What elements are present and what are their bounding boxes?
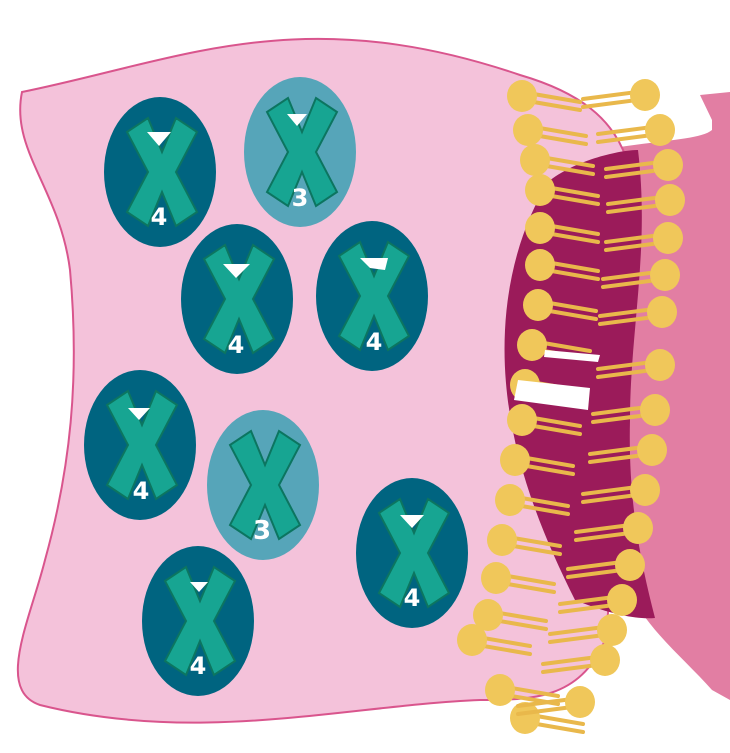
molecule-label: 4 (366, 328, 383, 356)
molecule-label: 4 (404, 584, 421, 612)
molecule: 4 (84, 370, 196, 520)
molecule: 4 (316, 221, 428, 371)
lipid-molecule (583, 79, 660, 111)
molecule: 4 (356, 478, 468, 628)
molecule-label: 4 (190, 652, 207, 680)
molecule-label: 3 (292, 184, 309, 212)
molecule: 3 (207, 410, 319, 560)
molecule-label: 3 (253, 516, 271, 546)
molecule: 4 (104, 97, 216, 247)
molecule: 4 (142, 546, 254, 696)
molecule-label: 4 (228, 331, 245, 359)
molecule-label: 4 (133, 477, 150, 505)
molecule-label: 4 (151, 203, 168, 231)
molecule: 4 (181, 224, 293, 374)
molecule: 3 (244, 77, 356, 227)
